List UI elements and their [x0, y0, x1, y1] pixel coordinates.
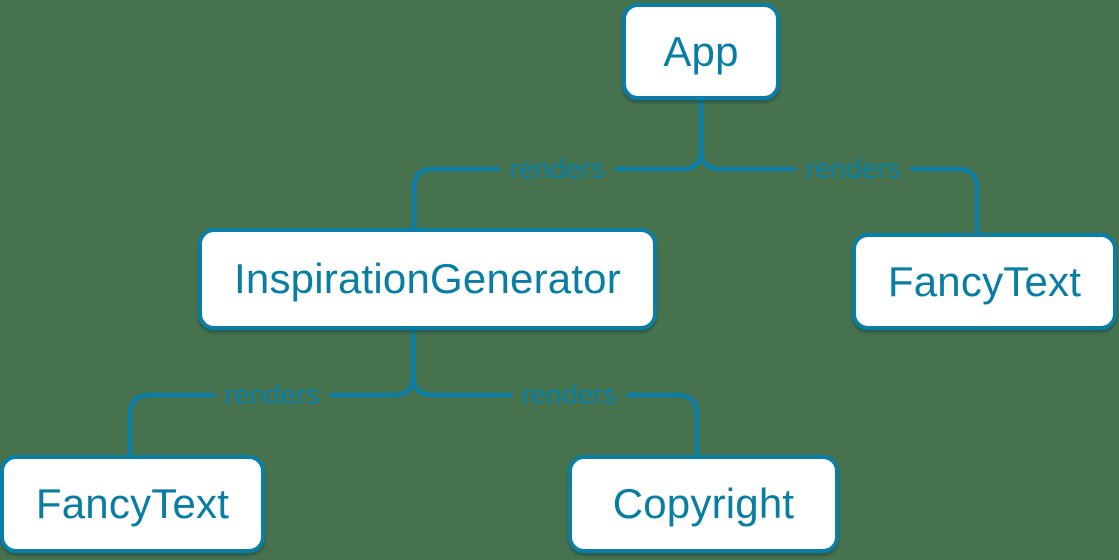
tree-node-copyright: Copyright [568, 455, 839, 553]
tree-node-app-label: App [663, 27, 739, 75]
edge-label-renders-1: renders [499, 152, 615, 186]
edge-label-renders-4: renders [511, 378, 627, 412]
edge-inspirationgenerator-copyright [410, 373, 700, 458]
tree-node-fancy-text-bottom: FancyText [0, 455, 265, 553]
edge-label-renders-2: renders [795, 152, 911, 186]
tree-node-app: App [622, 3, 780, 100]
edge-label-renders-3: renders [214, 378, 330, 412]
tree-node-inspiration-generator: InspirationGenerator [198, 228, 657, 330]
tree-node-inspiration-generator-label: InspirationGenerator [234, 255, 621, 302]
tree-node-fancy-text-top-label: FancyText [887, 257, 1082, 305]
edge-app-fancytext [698, 147, 980, 236]
tree-node-fancy-text-top: FancyText [852, 233, 1117, 330]
tree-node-fancy-text-bottom-label: FancyText [35, 480, 230, 527]
tree-node-copyright-label: Copyright [612, 480, 795, 527]
